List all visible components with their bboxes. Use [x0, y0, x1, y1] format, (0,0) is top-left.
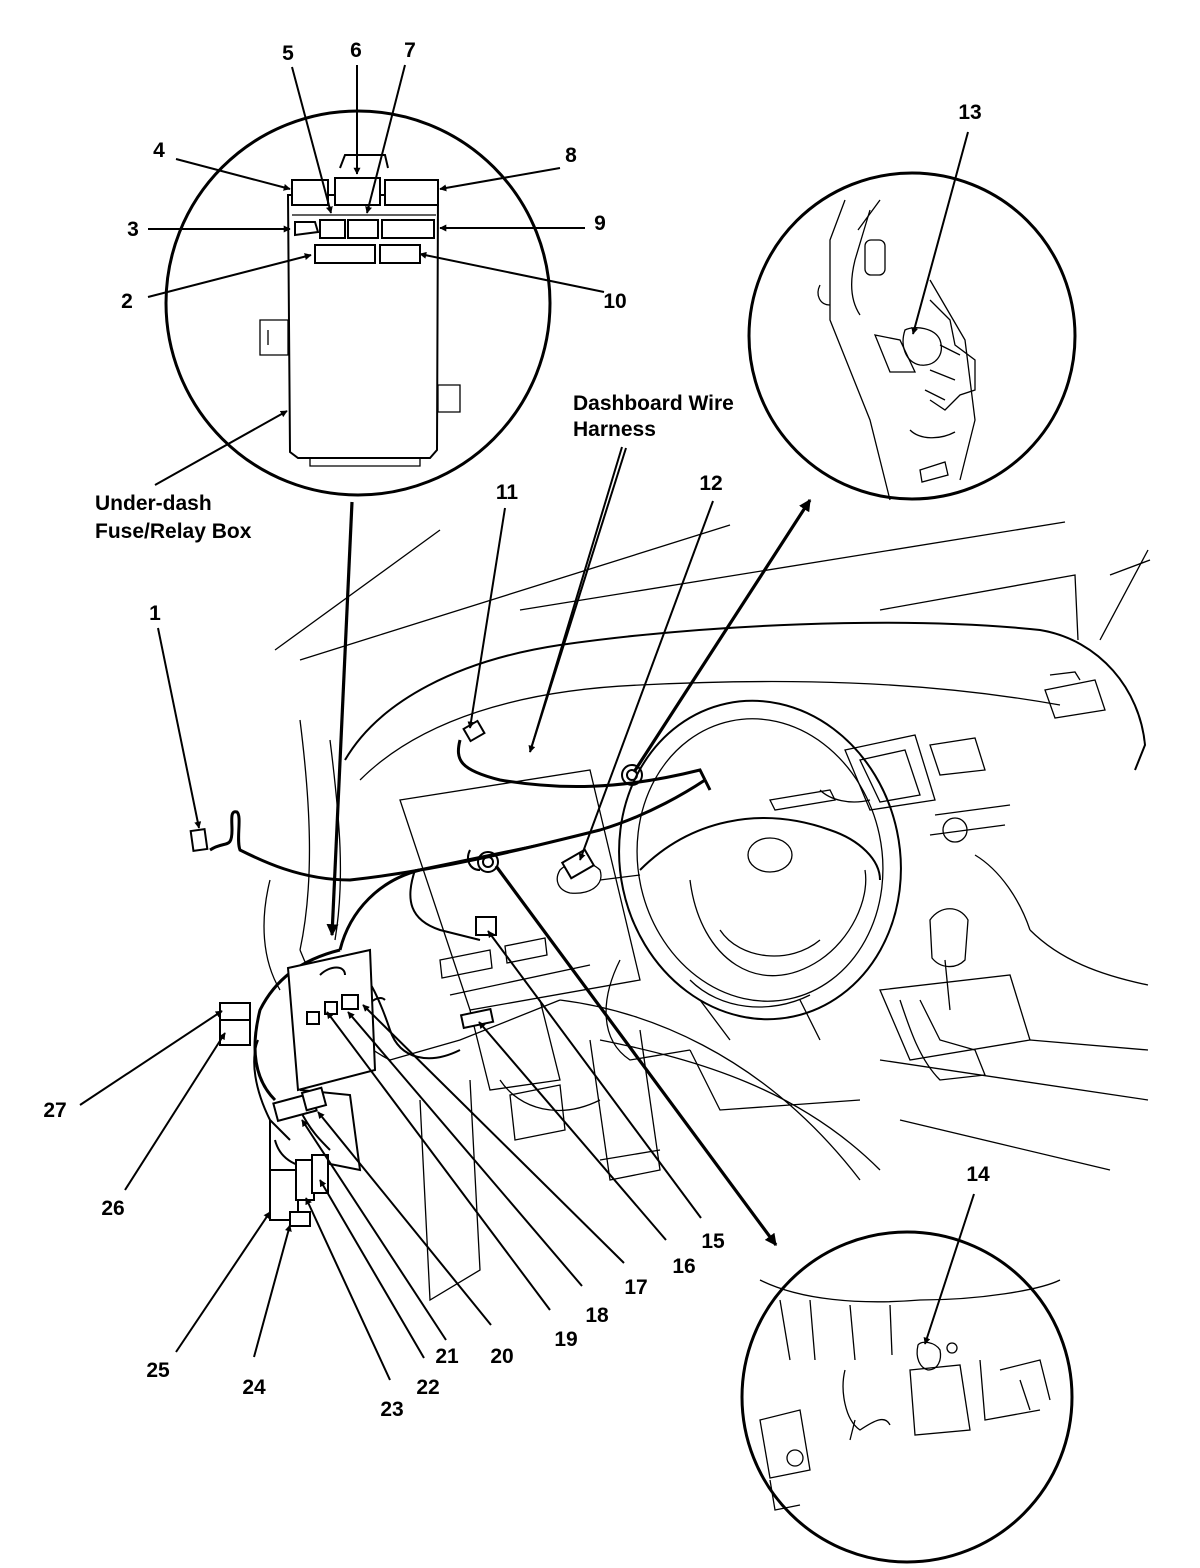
label-7: 7: [404, 39, 416, 62]
label-1: 1: [149, 602, 161, 625]
label-20: 20: [490, 1345, 513, 1368]
label-11: 11: [496, 481, 519, 504]
label-22: 22: [416, 1376, 439, 1399]
label-26: 26: [101, 1197, 124, 1220]
label-27: 27: [43, 1099, 66, 1122]
label-14: 14: [966, 1163, 990, 1186]
leader-lines: [79, 64, 975, 1381]
label-21: 21: [435, 1345, 459, 1368]
label-16: 16: [672, 1255, 695, 1278]
detail-callout-arrows: [326, 498, 812, 1246]
detail-circle-13: [747, 171, 1077, 501]
fuse-box-caption-line2: Fuse/Relay Box: [95, 520, 252, 543]
label-12: 12: [699, 472, 722, 495]
label-17: 17: [624, 1276, 647, 1299]
dashboard-wire-harness: [209, 739, 712, 1170]
fuse-box-detail-circle: [164, 109, 552, 497]
label-23: 23: [380, 1398, 403, 1421]
harness-connectors: [189, 719, 643, 1227]
harness-caption-line2: Harness: [573, 418, 656, 441]
fuse-relay-box-in-car: [286, 948, 377, 1172]
label-10: 10: [603, 290, 626, 313]
label-24: 24: [242, 1376, 266, 1399]
label-15: 15: [701, 1230, 725, 1253]
detail-circle-14: [740, 1230, 1074, 1564]
harness-caption-line1: Dashboard Wire: [573, 392, 734, 415]
label-3: 3: [127, 218, 139, 241]
label-2: 2: [121, 290, 133, 313]
label-4: 4: [153, 139, 165, 162]
label-9: 9: [594, 212, 606, 235]
fuse-box-caption-line1: Under-dash: [95, 492, 212, 515]
label-18: 18: [585, 1304, 609, 1327]
label-19: 19: [554, 1328, 577, 1351]
label-5: 5: [282, 42, 294, 65]
callout-number-labels: 1 2 3 4 5 6 7 8 9 10 11 12 13 14 15 16 1…: [43, 39, 990, 1421]
label-8: 8: [565, 144, 577, 167]
label-25: 25: [146, 1359, 170, 1382]
label-6: 6: [350, 39, 362, 62]
dashboard-illustration: [263, 521, 1151, 1302]
label-13: 13: [958, 101, 981, 124]
